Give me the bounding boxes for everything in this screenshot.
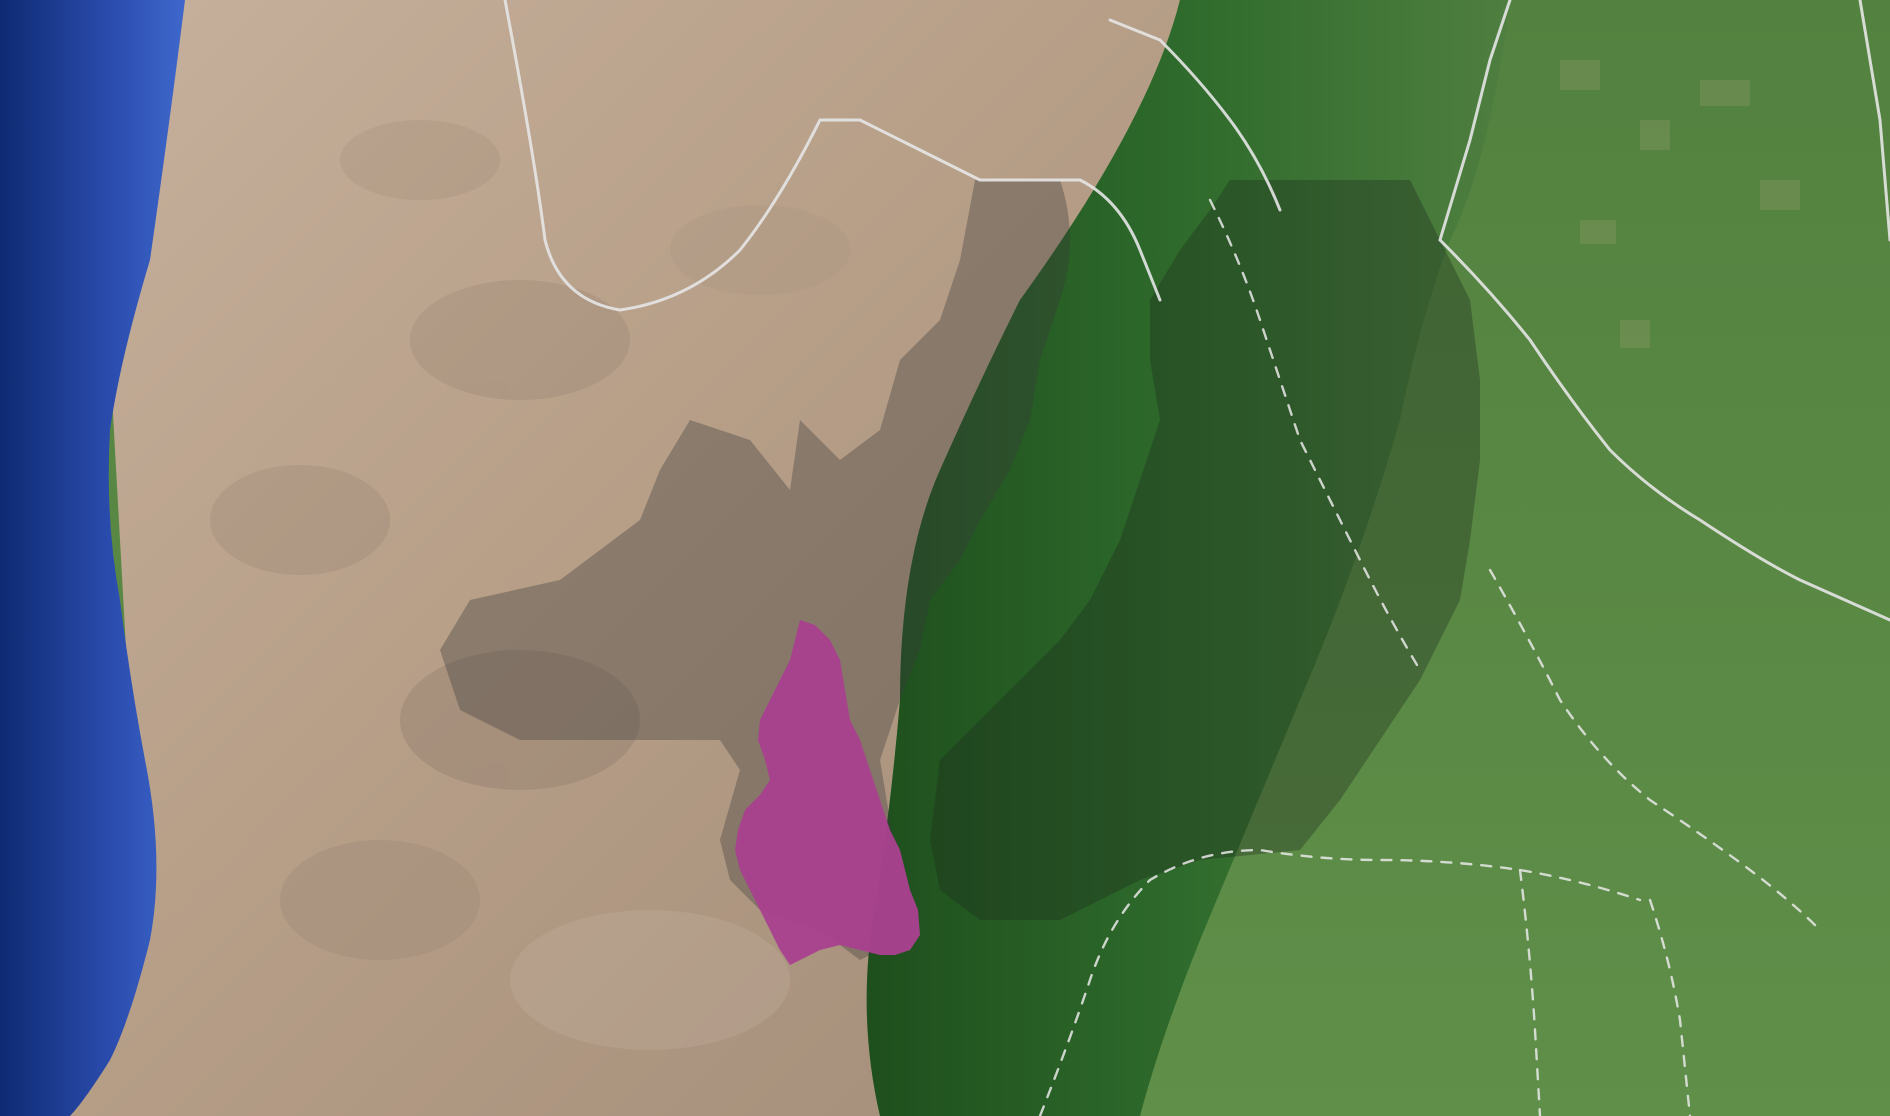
forest-ridge [866, 0, 1510, 1116]
dashed-borders [1038, 198, 1822, 1116]
highlight-region[interactable] [735, 620, 920, 965]
solid-borders [503, 0, 1890, 622]
desert-highlands [60, 0, 1180, 1116]
desert-texture [210, 120, 850, 1050]
farmland-texture [1560, 60, 1800, 348]
shaded-province [440, 180, 1070, 960]
ocean [0, 0, 185, 1116]
shaded-eastern-province [930, 180, 1480, 920]
